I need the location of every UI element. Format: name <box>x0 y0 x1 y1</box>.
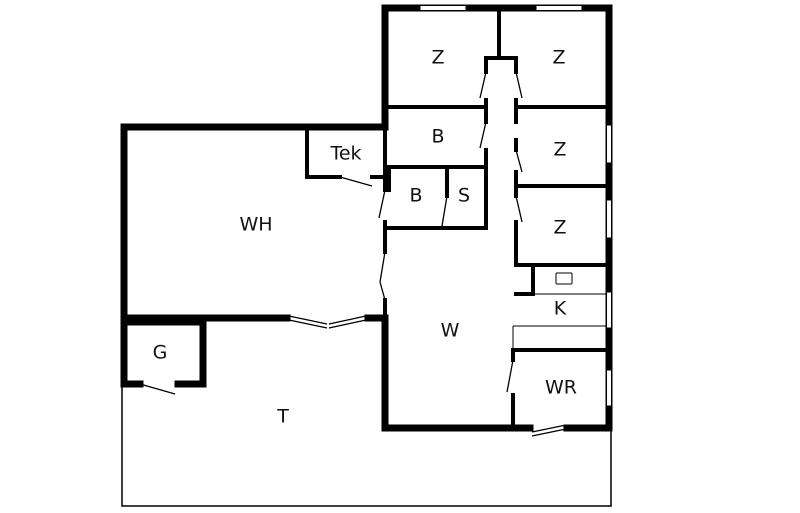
windows <box>419 5 612 407</box>
room-label-t: T <box>276 406 289 428</box>
room-label-b2: B <box>409 185 422 207</box>
room-label-g: G <box>153 342 168 364</box>
room-label-w: W <box>441 320 460 342</box>
room-label-wh: WH <box>239 214 272 236</box>
room-label-z4: Z <box>553 217 566 239</box>
room-label-k: K <box>554 298 567 320</box>
room-label-b1: B <box>431 126 444 148</box>
sliding-door <box>288 315 567 437</box>
kitchen-fixtures <box>512 272 609 350</box>
room-label-tek: Tek <box>329 143 361 165</box>
room-label-z3: Z <box>553 139 566 161</box>
room-label-wr: WR <box>545 377 577 399</box>
room-label-s: S <box>458 185 470 207</box>
door-leaves <box>139 71 523 395</box>
room-label-z1: Z <box>431 47 444 69</box>
room-label-z2: Z <box>552 47 565 69</box>
terrace-outline <box>121 385 612 507</box>
walls <box>120 4 613 432</box>
interior-walls <box>305 6 611 430</box>
sink-icon <box>555 272 573 285</box>
